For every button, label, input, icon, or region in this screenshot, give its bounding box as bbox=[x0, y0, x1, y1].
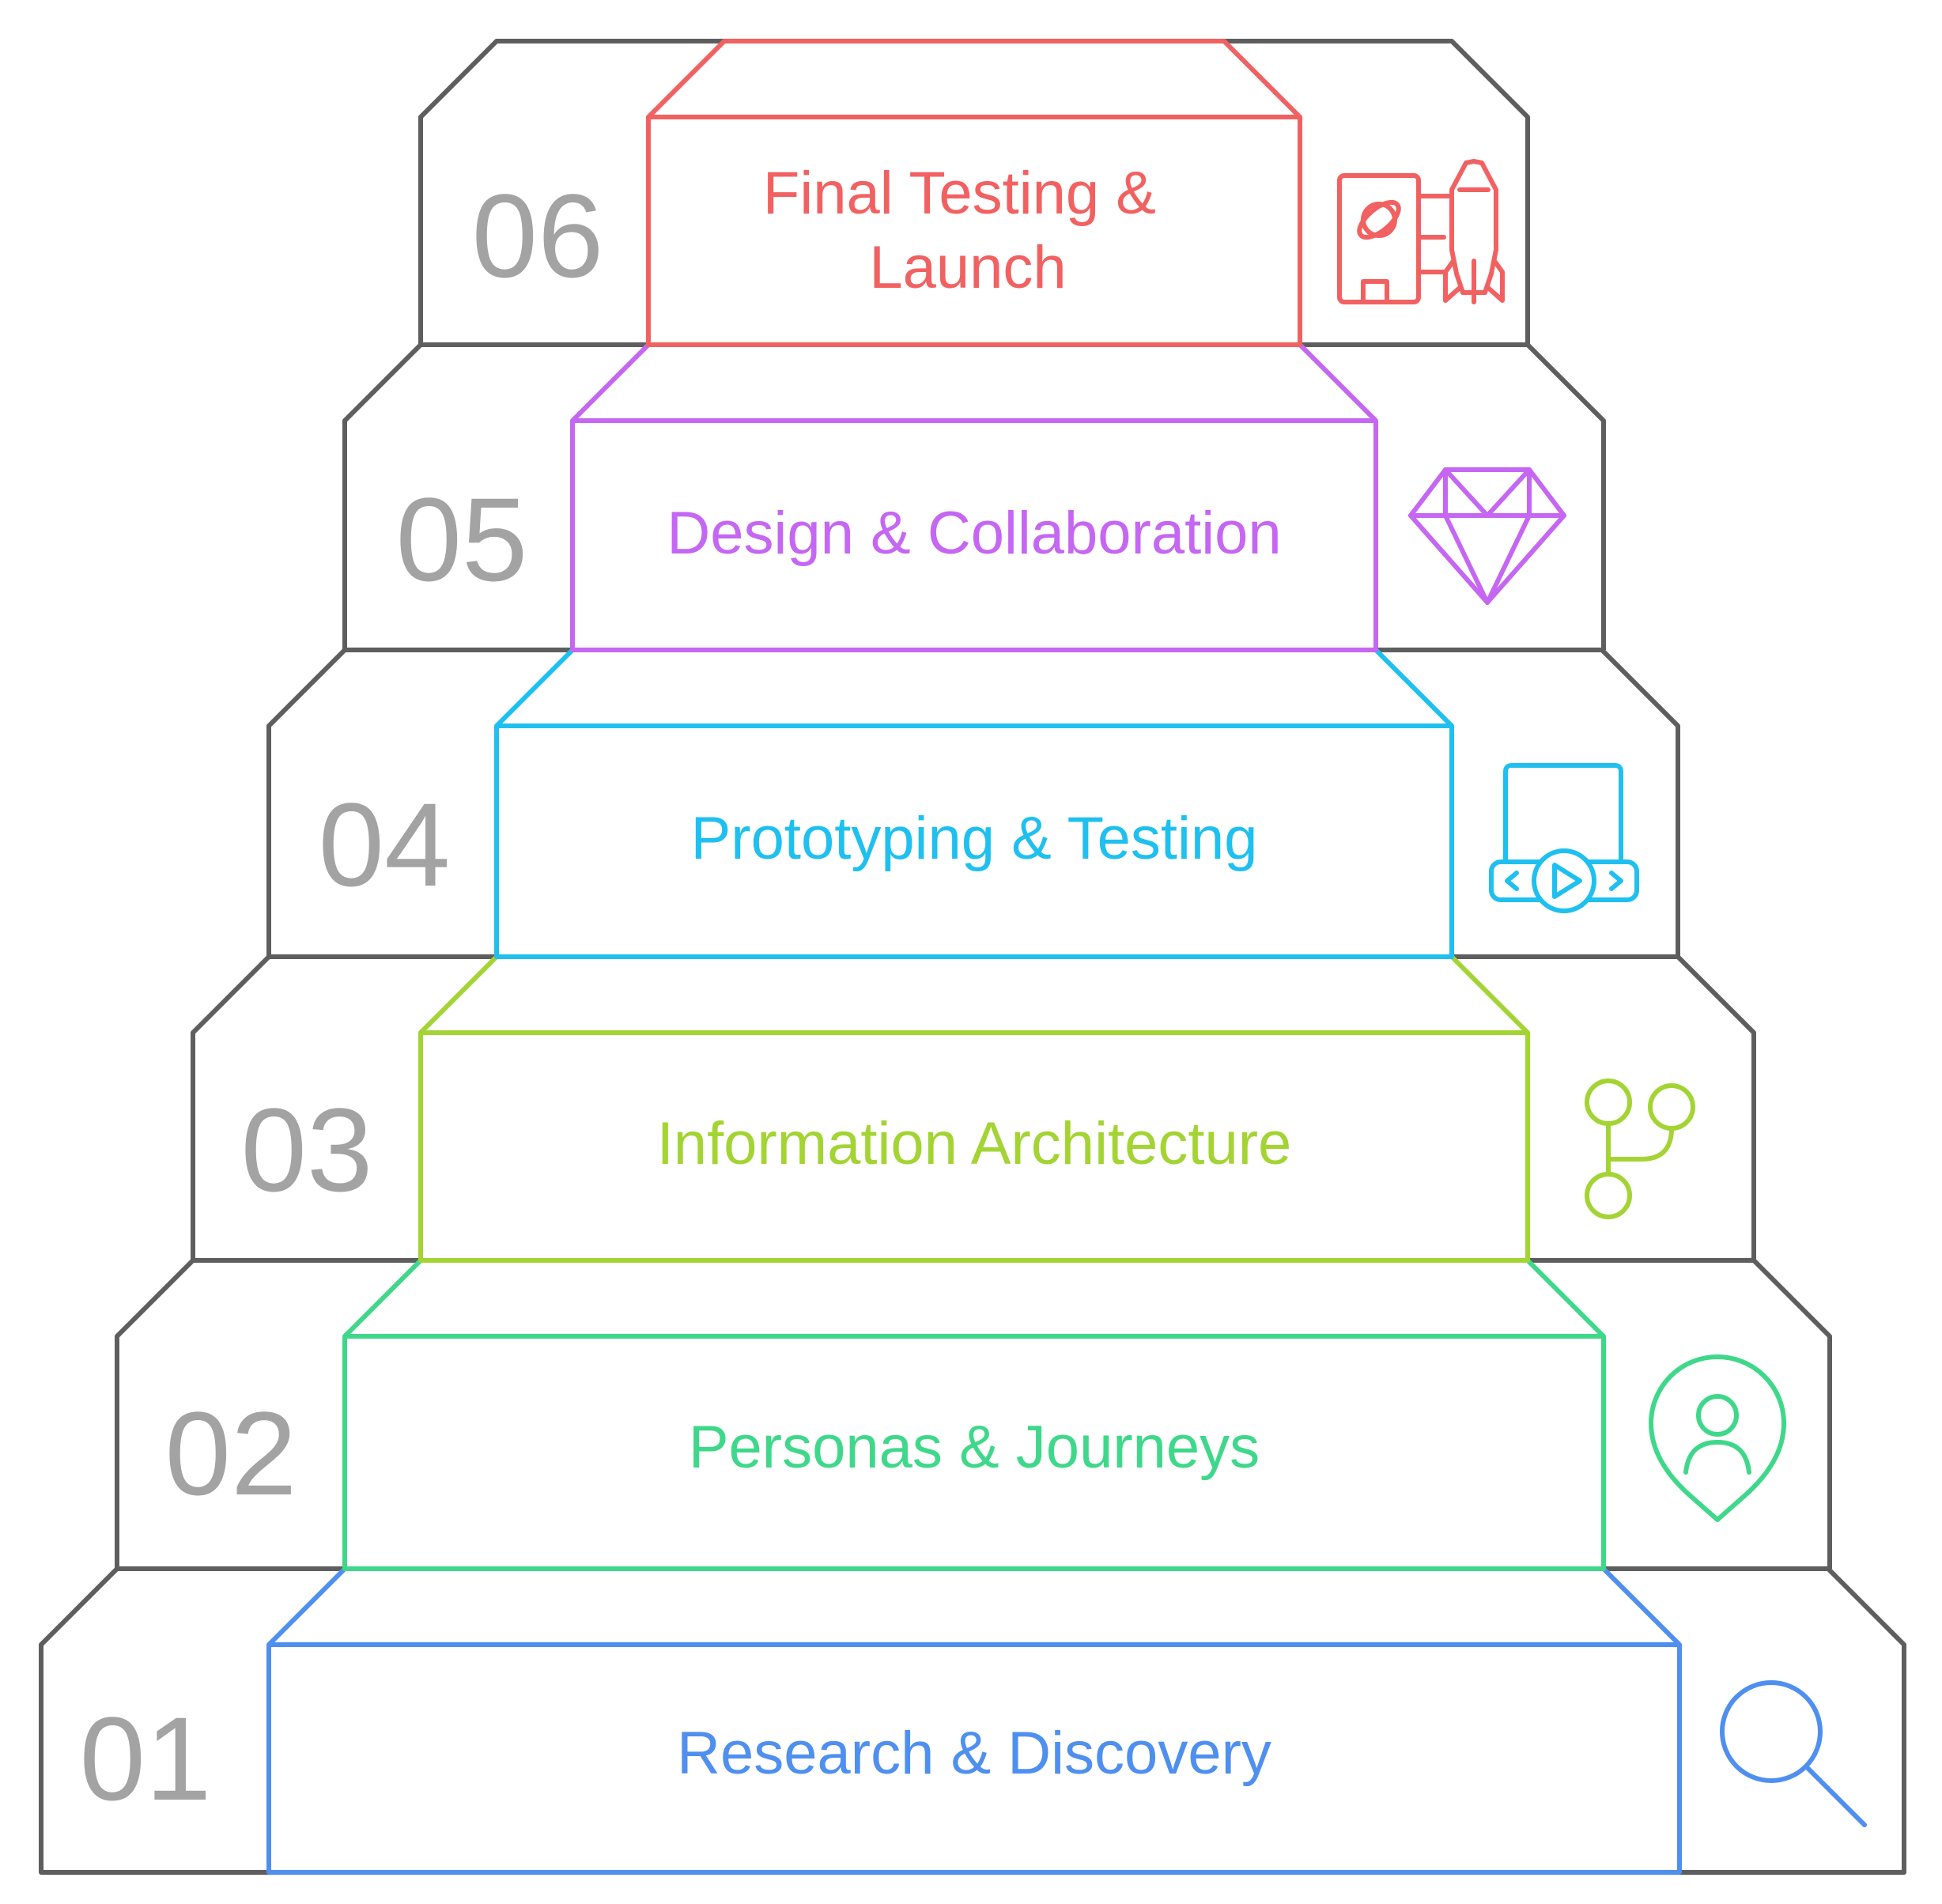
step-06-panel bbox=[646, 39, 1302, 347]
step-03-panel bbox=[418, 954, 1530, 1263]
rocket-launch-icon bbox=[1337, 159, 1505, 304]
step-06-label-line-2: Launch bbox=[869, 234, 1066, 301]
step-02: 02 Personas & Journeys bbox=[115, 1258, 1832, 1571]
video-player-icon bbox=[1489, 763, 1639, 913]
step-05-number: 05 bbox=[396, 473, 528, 606]
step-04: 04 Prototyping & Testing bbox=[266, 648, 1680, 959]
step-01: 01 Research & Discovery bbox=[39, 1566, 1906, 1875]
step-01-panel bbox=[266, 1566, 1682, 1875]
step-05-label: Design & Collaboration bbox=[667, 500, 1281, 567]
step-02-panel bbox=[342, 1258, 1606, 1571]
step-04-label: Prototyping & Testing bbox=[691, 805, 1258, 872]
step-06-number: 06 bbox=[472, 169, 604, 302]
step-03-frame bbox=[191, 954, 1756, 1260]
step-02-label: Personas & Journeys bbox=[689, 1414, 1260, 1481]
user-pin-icon bbox=[1649, 1354, 1786, 1522]
step-03-label: Information Architecture bbox=[657, 1110, 1292, 1177]
step-03-number: 03 bbox=[241, 1083, 373, 1216]
step-05-panel bbox=[570, 342, 1378, 652]
diamond-icon bbox=[1408, 467, 1566, 605]
step-04-frame bbox=[266, 648, 1680, 957]
git-branch-icon bbox=[1585, 1079, 1695, 1219]
step-05: 05 Design & Collaboration bbox=[342, 342, 1606, 652]
step-06: 06 Final Testing & Launch bbox=[418, 39, 1530, 347]
step-04-number: 04 bbox=[319, 778, 451, 911]
step-02-number: 02 bbox=[165, 1387, 297, 1520]
step-04-panel bbox=[494, 648, 1454, 959]
step-03: 03 Information Architecture bbox=[191, 954, 1756, 1263]
step-01-label: Research & Discovery bbox=[677, 1720, 1271, 1787]
step-06-label-line-1: Final Testing & bbox=[763, 160, 1156, 227]
step-06-label: Final Testing & Launch bbox=[763, 160, 1173, 301]
search-icon bbox=[1720, 1680, 1867, 1827]
step-05-frame bbox=[342, 342, 1606, 650]
step-01-number: 01 bbox=[80, 1692, 212, 1825]
